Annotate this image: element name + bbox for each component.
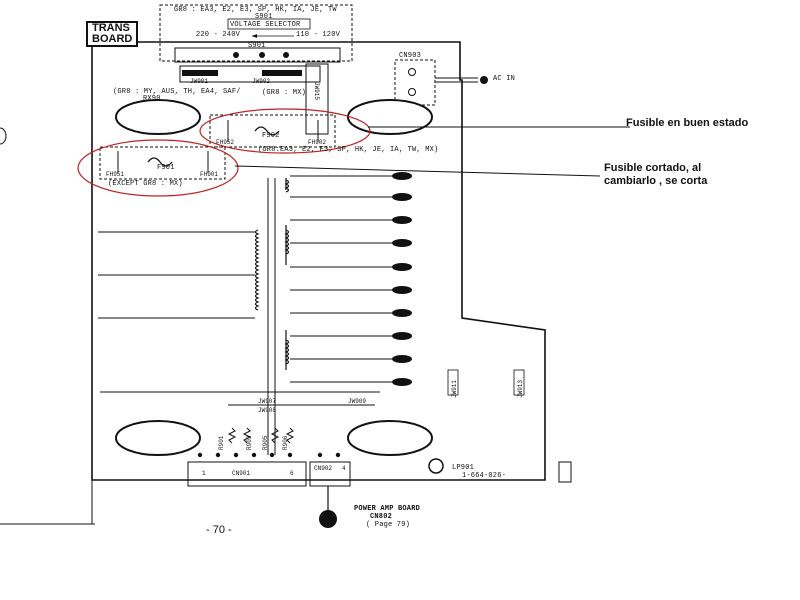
cn901-connector — [187, 461, 307, 487]
mounting-hole-bottom-left — [115, 420, 201, 456]
jw901-label: JW901 — [190, 78, 209, 85]
gr8-mx-note: (GR8 : MX) — [262, 89, 307, 97]
cn901-pin6-label: 6 — [290, 470, 294, 477]
power-amp-connector-icon — [319, 510, 337, 528]
jw908-label: JW908 — [258, 407, 277, 414]
gr8-ea3-note: (GR8:EA3, E2, E3, SP, HK, JE, IA, TW, MX… — [258, 146, 439, 154]
fuse-holder-f901 — [99, 146, 226, 180]
r906-label: R906 — [282, 435, 289, 450]
ac-in-label: AC IN — [493, 75, 516, 83]
board-outline — [91, 41, 546, 481]
good-fuse-highlight — [199, 108, 371, 154]
fh902-label: FH902 — [308, 139, 327, 146]
voltage-high: 220 - 240V — [196, 31, 241, 39]
board-title-line1: TRANS — [92, 22, 130, 34]
annotation-blown-fuse-line1: Fusible cortado, al — [604, 162, 702, 174]
board-number: 1-664-026- — [462, 472, 507, 480]
lp901-lamp — [428, 458, 444, 474]
power-amp-line3: ( Page 79) — [366, 521, 411, 529]
lp901-label: LP901 — [452, 464, 475, 472]
cn903-label: CN903 — [399, 52, 422, 60]
cn903-connector — [394, 59, 436, 106]
fuse-holder-f902 — [209, 114, 336, 148]
power-amp-line1: POWER AMP BOARD — [354, 505, 421, 513]
r901-label: R901 — [218, 435, 225, 450]
blown-fuse-pointer — [234, 165, 601, 177]
jw902-label: JW902 — [252, 78, 271, 85]
fh952-label: FH952 — [216, 139, 235, 146]
gr8-my-note-2: RX90 — [143, 95, 161, 103]
except-note: (EXCEPT GR8 : MX) — [108, 180, 183, 188]
f901-label: F901 — [157, 164, 175, 172]
jw911-label: JW911 — [451, 379, 458, 398]
mounting-hole-top-left — [115, 99, 201, 135]
transformer-output-tabs — [392, 172, 412, 386]
mounting-hole-top-right — [347, 99, 433, 135]
switch-s901-label: S901 — [255, 13, 273, 21]
transformer-coils — [254, 178, 290, 370]
cn902-connector — [309, 461, 351, 487]
gr8-my-note: (GR8 : MY, AUS, TH, EA4, SAF/ — [113, 88, 241, 96]
voltage-selector-box — [159, 4, 353, 62]
bottom-resistors — [227, 404, 375, 444]
annotation-good-fuse: Fusible en buen estado — [626, 117, 749, 129]
page-number: - 70 - — [206, 524, 232, 536]
r903-label: R903 — [246, 435, 253, 450]
voltage-gr8-label: GR8 : EA3, E2, E3, SP, HK, IA, JE, TW — [174, 6, 337, 14]
r905-label: R905 — [262, 435, 269, 450]
jw907-label: JW907 — [258, 398, 277, 405]
voltage-selector-caption-box — [227, 18, 311, 30]
mounting-hole-bottom-right — [347, 420, 433, 456]
cn902-pin-label: 4 — [342, 465, 346, 472]
voltage-low: 110 - 120V — [296, 31, 341, 39]
cn902-label: CN902 — [314, 465, 333, 472]
blown-fuse-highlight — [77, 139, 239, 197]
jw913-label: JW913 — [517, 379, 524, 398]
jw909-label: JW909 — [348, 398, 367, 405]
annotation-blown-fuse-line2: cambiarlo , se corta — [604, 175, 708, 187]
switch-s901-body — [174, 47, 341, 63]
fh901-label: FH901 — [200, 171, 219, 178]
switch-s901-label-2: S901 — [248, 42, 266, 50]
fh951-label: FH951 — [106, 171, 125, 178]
jw915-label: JW915 — [313, 82, 320, 101]
board-title: TRANS BOARD — [86, 21, 139, 47]
power-amp-line2: CN802 — [370, 513, 393, 521]
f902-label: F902 — [262, 132, 280, 140]
voltage-selector-caption: VOLTAGE SELECTOR — [230, 21, 301, 29]
board-title-line2: BOARD — [92, 33, 133, 45]
left-edge-fragment — [0, 127, 7, 145]
cn901-label: CN901 — [232, 470, 251, 477]
cn901-pin1-label: 1 — [202, 470, 206, 477]
